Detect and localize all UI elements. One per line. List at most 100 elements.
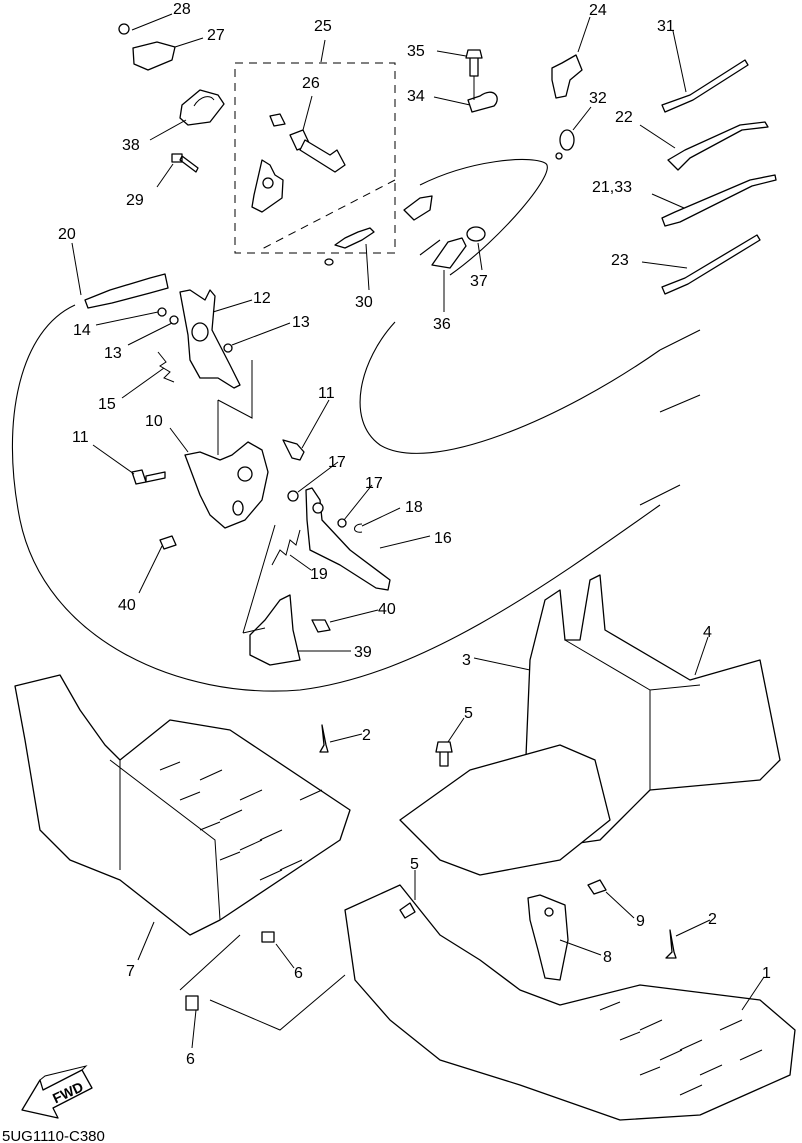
callout-14: 14 bbox=[73, 322, 91, 339]
screw-28 bbox=[118, 23, 130, 35]
callout-23: 23 bbox=[611, 252, 629, 269]
callout-6b: 6 bbox=[186, 1051, 195, 1068]
callout-1: 1 bbox=[762, 965, 771, 982]
pedal-16 bbox=[305, 487, 391, 591]
callout-5a: 5 bbox=[464, 705, 473, 722]
callout-11b: 11 bbox=[318, 385, 335, 402]
callout-30: 30 bbox=[355, 294, 373, 311]
cable-20-adjuster bbox=[84, 273, 169, 309]
callout-24: 24 bbox=[589, 2, 607, 19]
cable-tie-22 bbox=[667, 121, 769, 171]
bolt-40b bbox=[311, 619, 331, 633]
bolt-11b bbox=[282, 439, 305, 461]
cable-ends bbox=[419, 239, 701, 506]
callout-29: 29 bbox=[126, 192, 144, 209]
callout-37: 37 bbox=[470, 273, 488, 290]
callout-15: 15 bbox=[98, 396, 116, 413]
rivet-2b bbox=[665, 929, 677, 959]
callout-32: 32 bbox=[589, 90, 607, 107]
callout-10: 10 bbox=[145, 413, 163, 430]
clip-6a bbox=[261, 931, 275, 943]
cable-36-end bbox=[431, 237, 467, 269]
lever-12 bbox=[179, 289, 241, 389]
callout-18: 18 bbox=[405, 499, 423, 516]
bolt-11a bbox=[131, 469, 166, 485]
callout-34: 34 bbox=[407, 88, 425, 105]
callout-13b: 13 bbox=[292, 314, 310, 331]
callout-35: 35 bbox=[407, 43, 425, 60]
callout-21-33: 21,33 bbox=[592, 179, 632, 196]
circlip-14 bbox=[157, 307, 167, 317]
bolt-9 bbox=[587, 879, 607, 895]
callout-17a: 17 bbox=[328, 454, 346, 471]
cable-30-sleeve bbox=[403, 195, 433, 221]
callout-28: 28 bbox=[173, 1, 191, 18]
callout-2b: 2 bbox=[708, 911, 717, 928]
cable-20-loop bbox=[11, 304, 661, 692]
clamp-32 bbox=[559, 129, 575, 151]
fwd-label: FWD bbox=[50, 1078, 86, 1106]
callout-36: 36 bbox=[433, 316, 451, 333]
rivet-2a bbox=[319, 724, 329, 753]
callout-17b: 17 bbox=[365, 475, 383, 492]
bracket-39 bbox=[249, 594, 301, 666]
circlip-18 bbox=[354, 523, 363, 533]
callout-16: 16 bbox=[434, 530, 452, 547]
callout-labels: 28 27 38 29 25 26 35 34 24 32 31 22 21,3… bbox=[58, 1, 771, 1068]
switch-assembly-box-diag bbox=[259, 179, 396, 251]
callout-6a: 6 bbox=[294, 965, 303, 982]
forward-direction-arrow: FWD bbox=[21, 1065, 93, 1119]
drawing-code: 5UG1110-C380 bbox=[2, 1128, 105, 1143]
clip-6b bbox=[185, 995, 199, 1011]
cable-30-end bbox=[334, 227, 375, 249]
cable-tie-23 bbox=[661, 234, 761, 295]
washer-17a bbox=[287, 490, 299, 502]
callout-27: 27 bbox=[207, 27, 225, 44]
washer-13a bbox=[169, 315, 179, 325]
bolt-40a bbox=[159, 535, 177, 550]
washer-13b bbox=[223, 343, 233, 353]
cable-tie-21-33 bbox=[661, 174, 777, 227]
bracket-10 bbox=[184, 441, 269, 529]
cable-36-loop bbox=[359, 158, 661, 454]
callout-20: 20 bbox=[58, 226, 76, 243]
callout-31: 31 bbox=[657, 18, 675, 35]
fender-shroud bbox=[399, 744, 611, 876]
callout-22: 22 bbox=[615, 109, 633, 126]
callout-2a: 2 bbox=[362, 727, 371, 744]
footrest-7 bbox=[14, 674, 351, 936]
bracket-8 bbox=[527, 894, 569, 981]
callout-38: 38 bbox=[122, 137, 140, 154]
cable-tie-31 bbox=[661, 59, 749, 113]
cover-27 bbox=[132, 41, 176, 71]
cover-38 bbox=[179, 89, 225, 126]
footrest-1 bbox=[344, 884, 796, 1121]
callout-3: 3 bbox=[462, 652, 471, 669]
bolt-5b bbox=[399, 902, 416, 919]
nut-37 bbox=[466, 226, 486, 242]
footrest-7-tread bbox=[159, 761, 323, 881]
screw-26 bbox=[269, 113, 286, 127]
bolt-35 bbox=[465, 49, 483, 77]
leader-lines bbox=[71, 13, 765, 1049]
bolt-29 bbox=[171, 153, 199, 173]
spring-15 bbox=[157, 351, 175, 383]
clamp-24 bbox=[551, 54, 583, 99]
callout-7: 7 bbox=[126, 963, 135, 980]
bolt-5a bbox=[435, 741, 453, 767]
callout-9: 9 bbox=[636, 913, 645, 930]
callout-5b: 5 bbox=[410, 856, 419, 873]
callout-12: 12 bbox=[253, 290, 271, 307]
clamp-34 bbox=[467, 91, 498, 113]
callout-39: 39 bbox=[354, 644, 372, 661]
callout-40b: 40 bbox=[378, 601, 396, 618]
spring-19 bbox=[271, 529, 301, 566]
callout-25: 25 bbox=[314, 18, 332, 35]
callout-19: 19 bbox=[310, 566, 328, 583]
callout-8: 8 bbox=[603, 949, 612, 966]
switch-assembly-box bbox=[234, 62, 396, 254]
callout-11a: 11 bbox=[72, 429, 89, 446]
callout-4: 4 bbox=[703, 624, 712, 641]
callout-40a: 40 bbox=[118, 597, 136, 614]
